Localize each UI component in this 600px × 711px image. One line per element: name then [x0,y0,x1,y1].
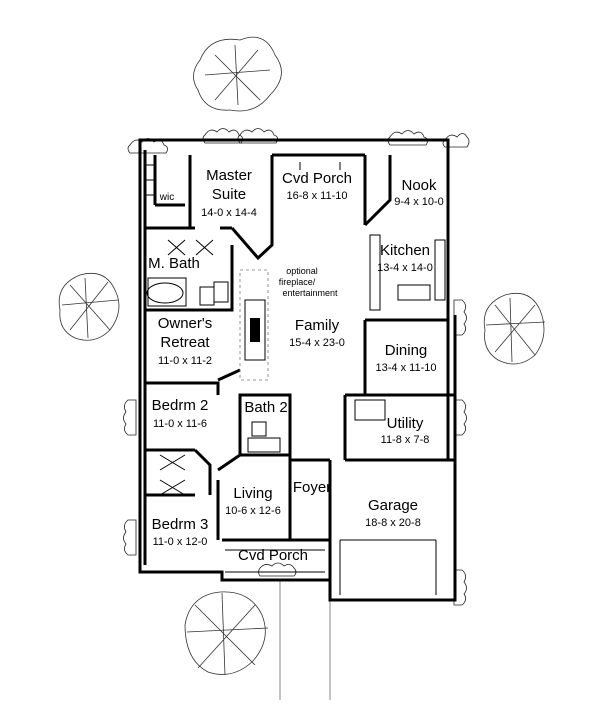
garage-size: 18-8 x 20-8 [365,517,421,529]
owners-retreat-label-2: Retreat [160,334,210,351]
bedrm3-label: Bedrm 3 [152,516,209,533]
master-suite-label: Master [206,167,252,184]
tree-right [483,292,546,365]
dining-size: 13-4 x 11-10 [376,362,437,374]
family-size: 15-4 x 23-0 [289,337,345,349]
utility-label: Utility [387,415,424,432]
master-suite-label-2: Suite [212,186,246,203]
cvd-porch-rear-size: 16-8 x 11-10 [287,190,348,202]
owners-retreat-label: Owner's [158,315,213,332]
tree-bottom [184,591,269,676]
master-suite-size: 14-0 x 14-4 [201,207,257,219]
kitchen-size: 13-4 x 14-0 [377,262,433,274]
living-label: Living [233,485,272,502]
owners-retreat-size: 11-0 x 11-2 [158,355,212,367]
driveway [279,539,437,700]
nook-size: 9-4 x 10-0 [394,196,444,208]
kitchen-label: Kitchen [380,242,430,259]
family-label: Family [295,317,340,334]
cvd-porch-rear-label: Cvd Porch [282,170,352,187]
living-size: 10-6 x 12-6 [225,505,281,517]
m-bath-label: M. Bath [148,255,200,272]
fireplace-note-1: optional [286,266,318,276]
nook-label: Nook [401,177,437,194]
interior-walls [145,153,455,600]
bedrm2-size: 11-0 x 11-6 [153,418,207,430]
fireplace-note-2: fireplace/ [279,277,316,287]
room-labels: wic Master Suite 14-0 x 14-4 M. Bath Own… [148,167,444,564]
cvd-porch-front-label: Cvd Porch [238,547,308,564]
utility-size: 11-8 x 7-8 [381,434,430,446]
tree-top [193,36,282,112]
bedrm3-size: 11-0 x 12-0 [153,536,208,548]
tree-left [58,272,120,341]
garage-label: Garage [368,497,418,514]
dining-label: Dining [385,342,428,359]
fixtures [145,162,446,573]
bath2-label: Bath 2 [244,399,287,416]
shrubs [123,128,470,606]
bedrm2-label: Bedrm 2 [152,397,209,414]
wic-label: wic [159,192,174,203]
foyer-label: Foyer [293,479,331,496]
fireplace-note-3: entertainment [282,288,338,298]
